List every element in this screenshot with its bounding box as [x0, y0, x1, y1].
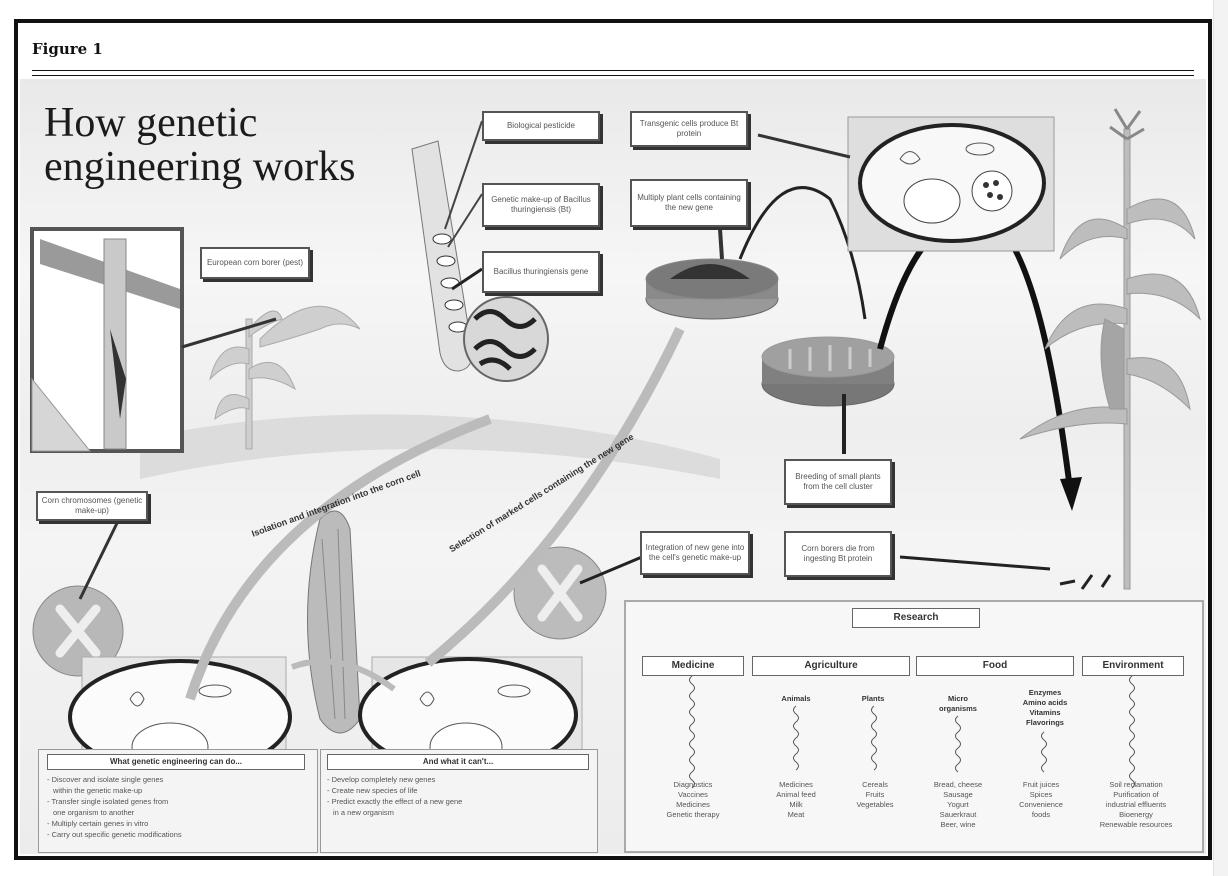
- mature-corn-plant-icon: [1019, 108, 1201, 590]
- corn-borer-inset: [30, 227, 184, 453]
- petri-dish-seedlings-icon: [761, 336, 895, 407]
- category-medicine: Medicine: [642, 656, 744, 676]
- leaf-animals: Medicines Animal feed Milk Meat: [776, 780, 816, 819]
- cannot-do-panel: And what it can't... - Develop completel…: [320, 749, 598, 853]
- category-food: Food: [916, 656, 1074, 676]
- wavy-link-environment: [1129, 675, 1135, 789]
- wavy-link-enzymes: [1041, 731, 1047, 773]
- sub-animals: Animals: [781, 694, 811, 703]
- leaf-plants: Cereals Fruits Vegetables: [856, 780, 894, 809]
- category-agriculture: Agriculture: [752, 656, 910, 676]
- leaf-medicine: Diagnostics Vaccines Medicines Genetic t…: [666, 780, 720, 819]
- callout-biological-pesticide: Biological pesticide: [482, 111, 600, 141]
- callout-transgenic-cells: Transgenic cells produce Bt protein: [630, 111, 748, 147]
- callout-corn-borers-die: Corn borers die from ingesting Bt protei…: [784, 531, 892, 577]
- header-rule: [32, 70, 1194, 71]
- small-corn-plant-icon: [209, 305, 361, 450]
- can-do-heading: What genetic engineering can do...: [47, 754, 305, 770]
- callout-bt-gene: Bacillus thuringiensis gene: [482, 251, 600, 293]
- list-item: - Carry out specific genetic modificatio…: [47, 830, 182, 839]
- wavy-link-plants: [871, 705, 877, 771]
- callout-multiply-plant-cells: Multiply plant cells containing the new …: [630, 179, 748, 227]
- transgenic-cell-inset: [847, 116, 1055, 252]
- sub-plants: Plants: [861, 694, 885, 703]
- wavy-link-animals: [793, 705, 799, 771]
- figure-frame: Figure 1: [14, 19, 1212, 860]
- list-item: within the genetic make-up: [53, 786, 143, 795]
- page-scrollbar[interactable]: [1213, 0, 1228, 876]
- callout-breeding-small-plants: Breeding of small plants from the cell c…: [784, 459, 892, 505]
- petri-dish-cells-icon: [645, 258, 779, 320]
- corn-borer-larva-icon: [110, 329, 126, 419]
- can-do-panel: What genetic engineering can do... - Dis…: [38, 749, 318, 853]
- header-rule-double: [32, 75, 1194, 76]
- callout-integration-new-gene: Integration of new gene into the cell's …: [640, 531, 750, 575]
- isolation-arrow: [185, 414, 492, 701]
- wavy-link-micro: [955, 715, 961, 773]
- list-item: - Create new species of life: [327, 786, 418, 795]
- title-line-1: How genetic: [44, 100, 258, 146]
- cannot-do-heading: And what it can't...: [327, 754, 589, 770]
- callout-genetic-makeup-bt: Genetic make-up of Bacillus thuringiensi…: [482, 183, 600, 227]
- cell-transfer-arrow: [290, 658, 396, 692]
- arrow-head-icon: [1060, 477, 1082, 511]
- dead-corn-borers-icon: [1059, 574, 1112, 590]
- sub-micro-organisms: Micro organisms: [939, 694, 977, 713]
- list-item: - Predict exactly the effect of a new ge…: [327, 797, 463, 806]
- cannot-do-list: - Develop completely new genes - Create …: [327, 774, 587, 818]
- leaf-micro: Bread, cheese Sausage Yogurt Sauerkraut …: [933, 780, 983, 829]
- callout-european-corn-borer: European corn borer (pest): [200, 247, 310, 279]
- chromosome-sphere-left-icon: [32, 585, 124, 677]
- list-item: - Discover and isolate single genes: [47, 775, 164, 784]
- list-item: in a new organism: [333, 808, 394, 817]
- category-environment: Environment: [1082, 656, 1184, 676]
- flow-arrow-2: [877, 213, 1073, 490]
- research-panel: Research Medicine Agriculture Food Envir…: [624, 600, 1204, 853]
- sub-enzymes: Enzymes Amino acids Vitamins Flavorings: [1022, 688, 1068, 727]
- infographic: How genetic engineering works Biological…: [20, 79, 1206, 854]
- leaf-environment: Soil reclamation Purification of industr…: [1099, 780, 1173, 829]
- list-item: one organism to another: [53, 808, 135, 817]
- wavy-link-medicine: [689, 675, 695, 789]
- research-root: Research: [852, 608, 980, 628]
- list-item: - Transfer single isolated genes from: [47, 797, 169, 806]
- flow-arrow-1: [738, 186, 867, 320]
- corn-ear-icon: [307, 510, 361, 734]
- title-line-2: engineering works: [44, 144, 356, 190]
- callout-corn-chromosomes: Corn chromosomes (genetic make-up): [36, 491, 148, 521]
- can-do-list: - Discover and isolate single genes with…: [47, 774, 307, 840]
- diagram-title: How genetic engineering works: [44, 101, 355, 189]
- dna-magnifier-icon: [463, 296, 549, 382]
- leaf-enzymes: Fruit juices Spices Convenience foods: [1019, 780, 1063, 819]
- selection-arrow: [424, 326, 685, 667]
- chromosome-sphere-right-icon: [513, 546, 607, 640]
- list-item: - Develop completely new genes: [327, 775, 436, 784]
- list-item: - Multiply certain genes in vitro: [47, 819, 149, 828]
- figure-label: Figure 1: [32, 40, 103, 58]
